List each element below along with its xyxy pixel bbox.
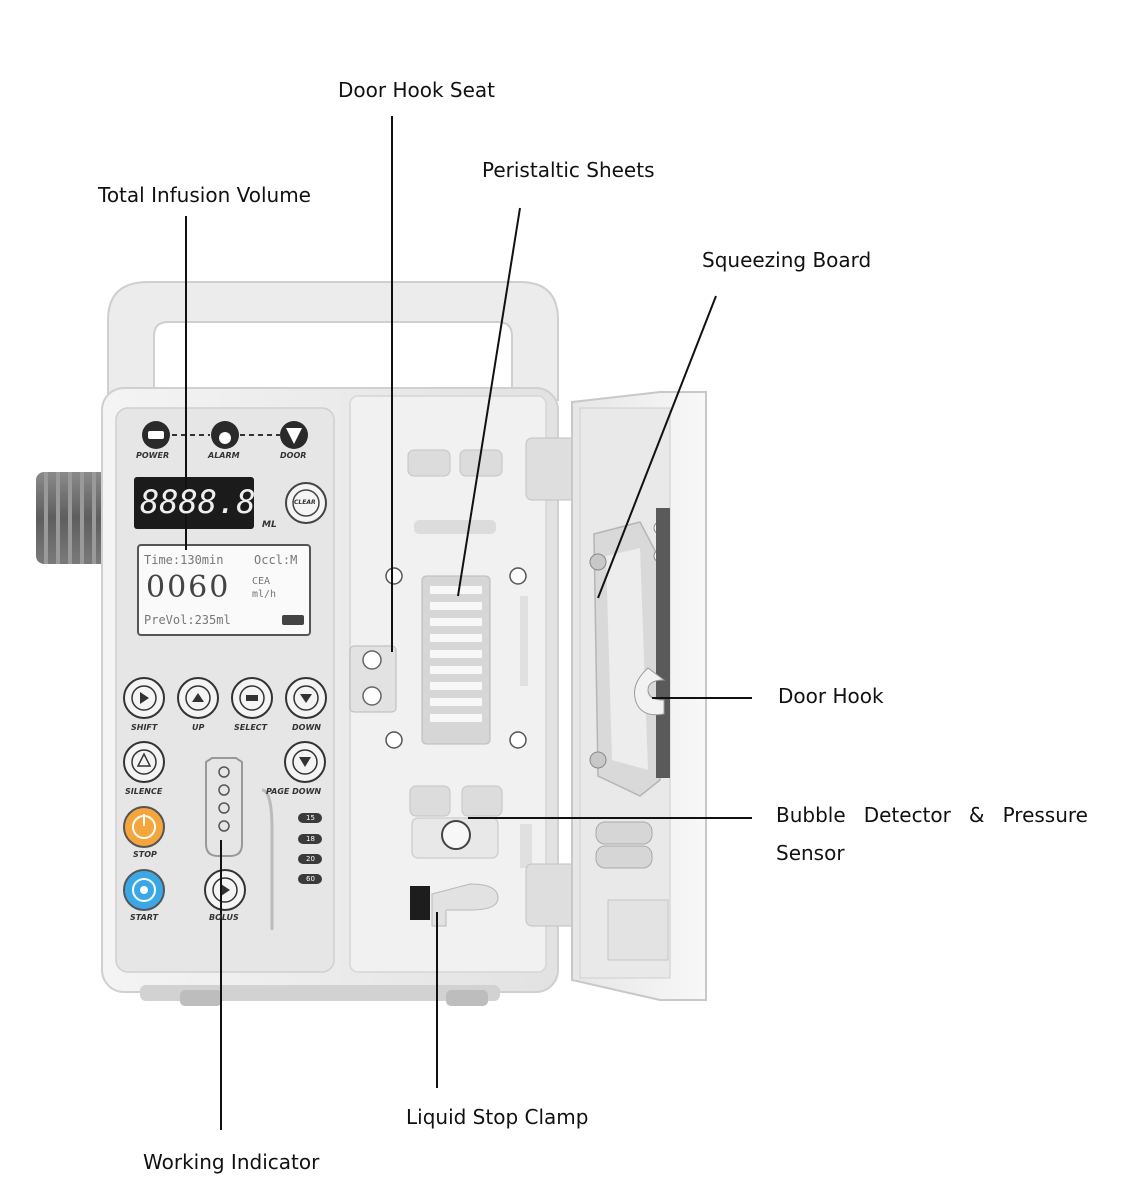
silence-button[interactable] (123, 741, 165, 783)
drop-rate-pill (298, 813, 322, 823)
carry-handle (107, 281, 559, 401)
drop-rate-label: 60 (306, 875, 315, 883)
power-indicator-label: POWER (136, 451, 170, 460)
adjust-knob (36, 472, 108, 564)
callout-peristaltic-sheets: Peristaltic Sheets (482, 158, 655, 182)
up-button[interactable] (177, 677, 219, 719)
callout-door-hook-seat: Door Hook Seat (338, 78, 496, 102)
door-indicator-label: DOOR (280, 451, 307, 460)
callout-squeezing-board: Squeezing Board (702, 248, 872, 272)
callout-leader-lines (185, 116, 752, 1130)
clear-button-label[interactable]: CLEAR (294, 499, 316, 506)
callout-total-infusion-volume: Total Infusion Volume (98, 183, 311, 207)
drop-rate-label: 18 (306, 835, 315, 843)
lcd-prevol: PreVol:235ml (144, 613, 231, 627)
door-hook (634, 508, 670, 778)
stop-button[interactable] (123, 806, 165, 848)
drop-rate-pill (298, 834, 322, 844)
lcd-mode: CEA (252, 576, 271, 587)
bubble-detector (409, 785, 503, 859)
leader-squeezing-board (597, 295, 717, 599)
volume-led-value: 8888.8 (140, 483, 256, 521)
control-panel (115, 407, 335, 973)
callout-bubble-detector-line2: Sensor (776, 841, 845, 865)
callout-liquid-stop-clamp: Liquid Stop Clamp (406, 1105, 589, 1129)
lcd-rate: 0060 (146, 570, 231, 605)
select-button[interactable] (231, 677, 273, 719)
drop-rate-pill (298, 854, 322, 864)
door-sensor-housing (595, 821, 669, 961)
bolus-button[interactable] (204, 869, 246, 911)
lcd-occlusion: Occl:M (254, 553, 298, 567)
working-indicator-graphic (205, 757, 274, 930)
door-hook-seat (349, 645, 397, 713)
liquid-stop-clamp (410, 883, 499, 927)
silence-button-label: SILENCE (125, 787, 163, 796)
start-button[interactable] (123, 869, 165, 911)
clear-button-ring (285, 482, 327, 524)
lcd-time: Time:130min (144, 553, 224, 567)
callout-door-hook: Door Hook (778, 684, 884, 708)
start-button-label: START (130, 913, 159, 922)
callout-bubble-detector: Bubble Detector & Pressure Sensor (776, 796, 1088, 872)
page-down-button-label: PAGE DOWN (266, 787, 322, 796)
lcd-rate-unit: ml/h (252, 589, 277, 600)
drop-rate-label: 20 (306, 855, 315, 863)
squeezing-board (589, 521, 667, 797)
leader-peristaltic-sheets (457, 207, 521, 597)
shift-button-label: SHIFT (131, 723, 158, 732)
down-button[interactable] (285, 677, 327, 719)
volume-led-display (134, 477, 254, 529)
peristaltic-sheets (421, 575, 491, 745)
callout-bubble-detector-line1: Bubble Detector & Pressure (776, 803, 1088, 827)
volume-unit-label: ML (262, 520, 277, 530)
pump-door (571, 391, 707, 1001)
bolus-button-label: BOLUS (209, 913, 239, 922)
alarm-indicator-label: ALARM (208, 451, 240, 460)
down-button-label: DOWN (292, 723, 321, 732)
drop-rate-pill (298, 874, 322, 884)
select-button-label: SELECT (234, 723, 268, 732)
callout-working-indicator: Working Indicator (143, 1150, 320, 1174)
stop-button-label: STOP (133, 850, 157, 859)
page-down-button[interactable] (284, 741, 326, 783)
lcd-screen (137, 544, 311, 636)
up-button-label: UP (192, 723, 205, 732)
shift-button[interactable] (123, 677, 165, 719)
pump-mechanism-area (349, 395, 547, 973)
drop-rate-label: 15 (306, 814, 315, 822)
